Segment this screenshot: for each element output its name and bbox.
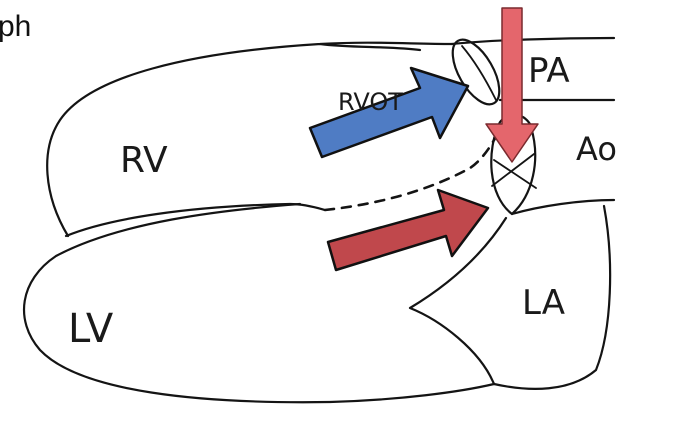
ao-label: Ao <box>576 130 617 168</box>
pa-upper-wall <box>452 38 614 44</box>
header-fragment-text: ph <box>0 12 31 42</box>
rv-outline <box>47 43 452 236</box>
pulmonary-valve-leaflet <box>462 46 496 100</box>
rv-lower-wall <box>66 204 325 236</box>
lv-label: LV <box>68 306 114 352</box>
rv-label: RV <box>120 140 168 181</box>
aorta-wall <box>512 200 614 214</box>
pa-label: PA <box>528 51 570 91</box>
la-label: LA <box>522 283 565 323</box>
red-arrow <box>328 190 488 270</box>
rvot-label: RVOT <box>338 88 403 116</box>
